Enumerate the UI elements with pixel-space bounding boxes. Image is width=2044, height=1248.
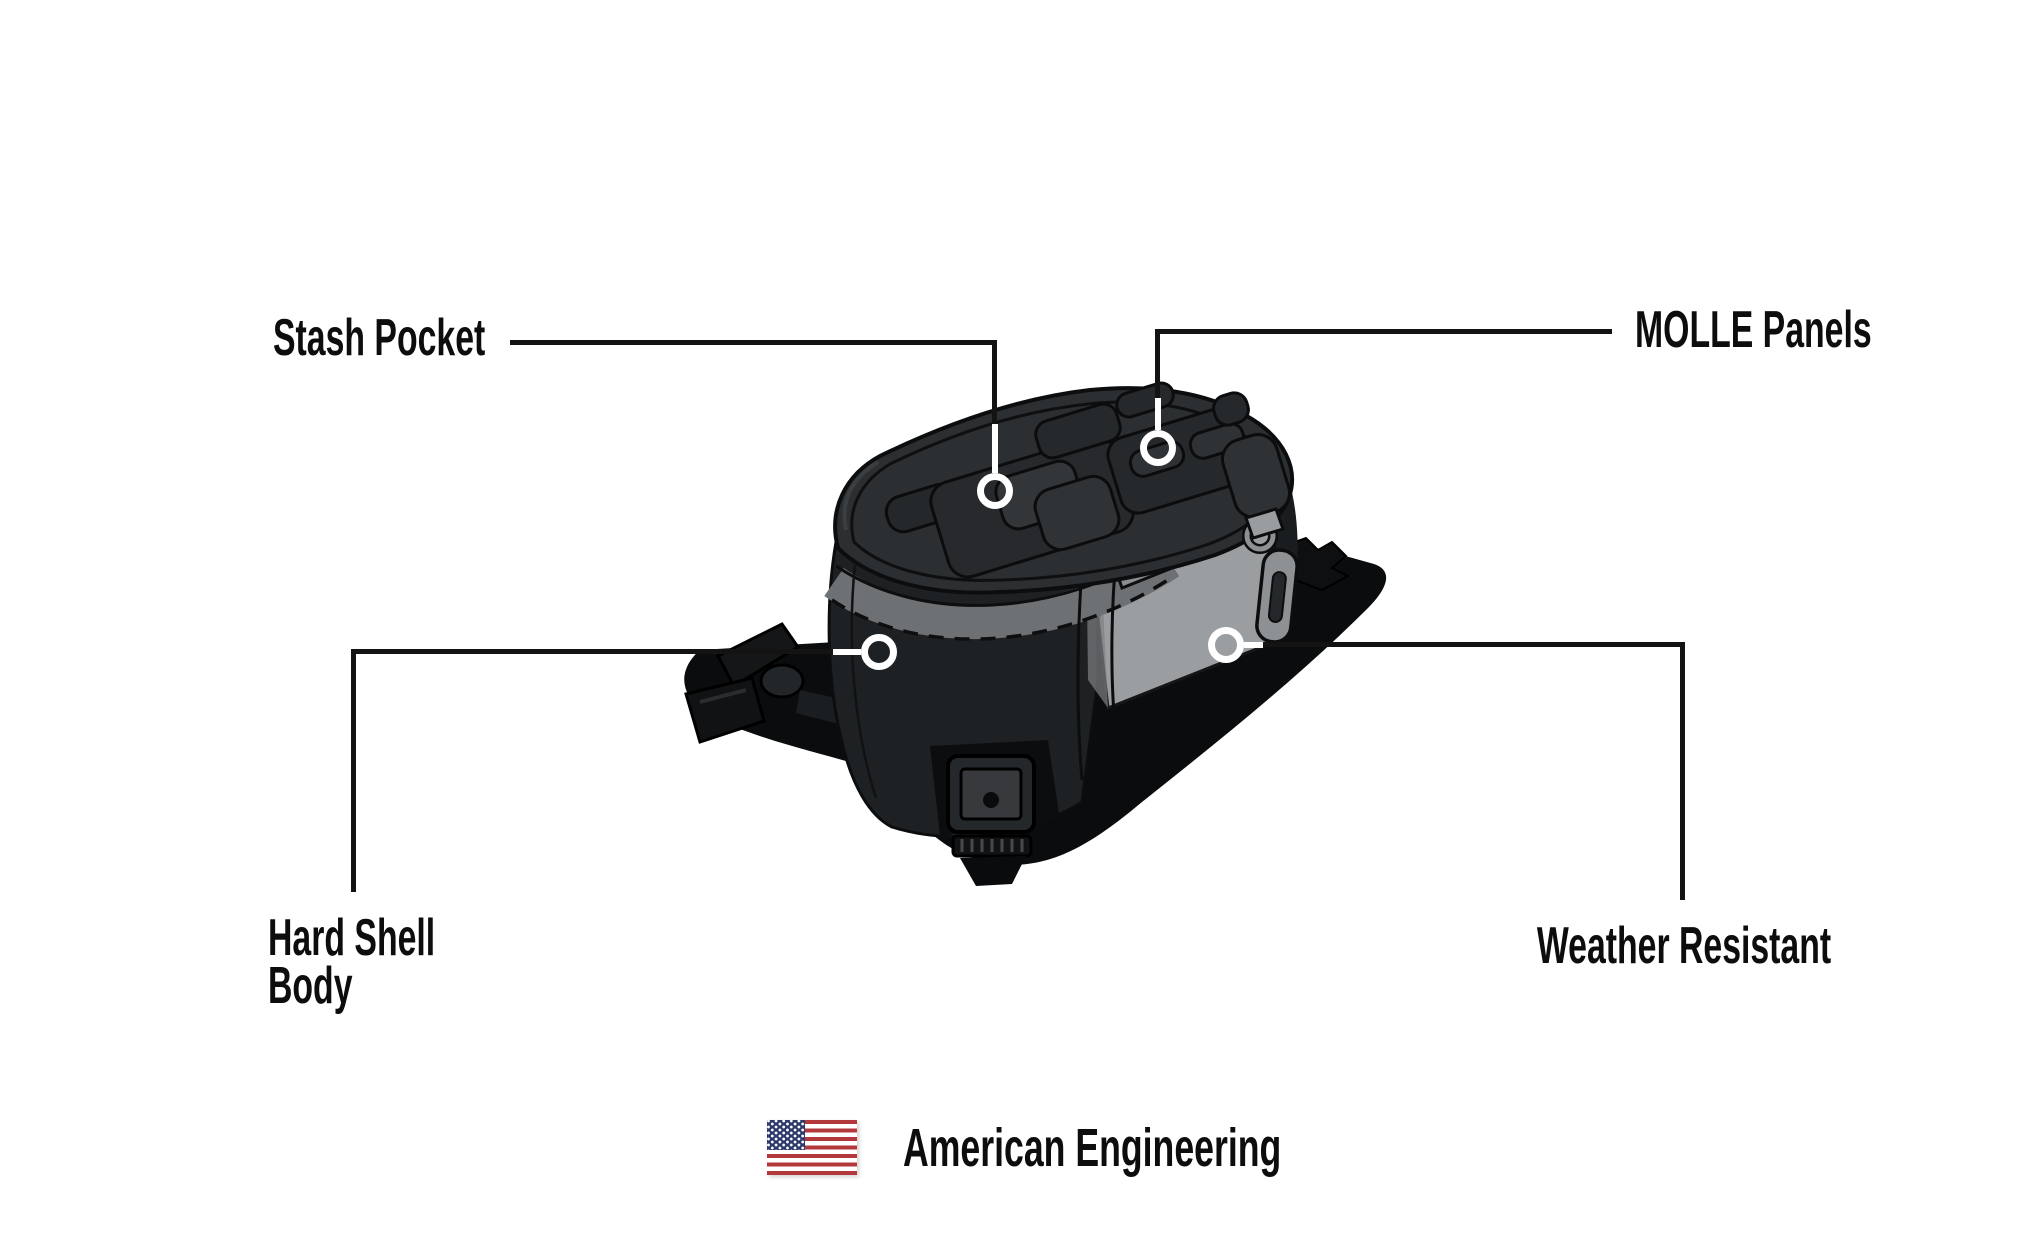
hard-shell-dot: [861, 634, 897, 670]
weather-resistant-line-h: [1262, 642, 1685, 647]
molle-panels-line-v: [1155, 329, 1160, 399]
molle-panels-stub: [1155, 398, 1161, 430]
strap-tongue: [960, 856, 1026, 886]
front-seam-left: [1076, 565, 1084, 781]
left-buckle-slot: [699, 688, 747, 704]
stash-pocket-stub: [992, 424, 998, 473]
hard-shell-line-h: [351, 649, 833, 654]
tank-bag-illustration: [684, 381, 1387, 886]
stitch-dashes: [831, 574, 1175, 641]
buckle-pin: [983, 792, 999, 808]
left-buckle-frame: [684, 676, 766, 744]
molle-panels-line-h: [1155, 329, 1612, 334]
strap-teeth: [960, 839, 1024, 852]
lid-highlight: [842, 460, 880, 531]
left-strap-flap: [715, 622, 801, 689]
weather-resistant-dot: [1208, 627, 1244, 663]
hard-shell-label: Hard Shell Body: [268, 909, 436, 1016]
weather-resistant-stub: [1244, 642, 1263, 648]
us-flag-icon: [767, 1120, 857, 1175]
molle-panels-label: MOLLE Panels: [1635, 301, 1872, 359]
hard-shell-line-v: [351, 649, 356, 892]
weather-resistant-label: Weather Resistant: [1536, 917, 1832, 975]
pull-slot: [1267, 571, 1287, 623]
stash-pocket-line-v: [992, 340, 997, 425]
zipper-slider: [1244, 507, 1285, 540]
nose-seam: [850, 564, 878, 799]
lid-recess: [1034, 402, 1122, 460]
stash-pocket-label: Stash Pocket: [273, 309, 486, 367]
stash-pocket-line-h: [510, 340, 994, 345]
left-knob: [759, 663, 805, 699]
front-buckle: [930, 740, 1060, 886]
hard-shell-stub: [833, 649, 861, 655]
american-engineering-label: American Engineering: [903, 1118, 1282, 1178]
lid-pad: [1033, 474, 1121, 552]
us-flag-canton: [767, 1120, 805, 1150]
weather-resistant-line-v: [1680, 642, 1685, 900]
lid-pill: [1212, 391, 1250, 427]
zipper-pull: [1242, 507, 1299, 644]
molle-panels-dot: [1140, 430, 1176, 466]
stash-pocket-dot: [977, 473, 1013, 509]
